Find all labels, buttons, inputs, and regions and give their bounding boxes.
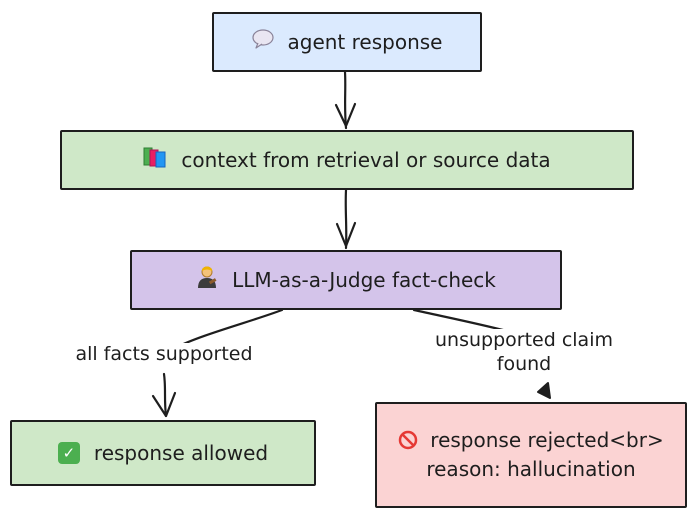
books-icon — [143, 146, 167, 174]
node-agent-response: agent response — [212, 12, 482, 72]
node-context-label: context from retrieval or source data — [181, 147, 551, 172]
edge-label-unsupported: unsupported claim found — [418, 329, 630, 377]
node-rejected-text: response rejected<br>reason: hallucinati… — [395, 426, 667, 484]
node-response-rejected: response rejected<br>reason: hallucinati… — [375, 402, 687, 508]
arrowhead-agent-to-context — [334, 102, 357, 128]
arrowhead-judge-to-rejected — [537, 382, 551, 399]
prohibited-icon — [399, 430, 418, 450]
node-judge-label: LLM-as-a-Judge fact-check — [232, 267, 496, 292]
edge-agent-to-context — [343, 70, 348, 130]
check-mark-icon: ✓ — [57, 442, 80, 464]
node-context: context from retrieval or source data — [60, 130, 634, 190]
edge-context-to-judge — [344, 188, 348, 250]
judge-person-icon — [196, 265, 218, 295]
edge-judge-to-allowed-lower — [162, 372, 168, 418]
arrowhead-judge-to-allowed — [151, 391, 177, 418]
node-allowed-label: response allowed — [93, 440, 269, 465]
node-llm-judge: LLM-as-a-Judge fact-check — [130, 250, 562, 310]
node-response-allowed: ✓ response allowed — [10, 420, 316, 486]
edge-label-supported: all facts supported — [44, 343, 284, 367]
node-agent-label: agent response — [287, 29, 443, 54]
arrowhead-context-to-judge — [335, 221, 357, 248]
speech-bubble-icon — [251, 29, 274, 55]
node-rejected-label: response rejected<br>reason: hallucinati… — [426, 428, 664, 481]
